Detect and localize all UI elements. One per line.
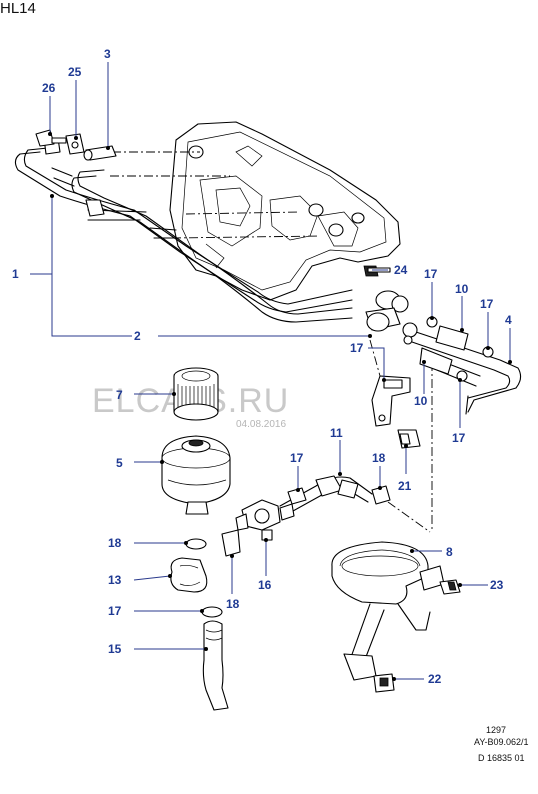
callout-2: 2 bbox=[134, 329, 141, 343]
hose-15 bbox=[202, 620, 229, 711]
callout-17-e: 17 bbox=[290, 451, 304, 465]
callout-5: 5 bbox=[116, 456, 123, 470]
callout-17-c: 17 bbox=[350, 341, 364, 355]
subframe-outline bbox=[169, 121, 401, 301]
bolt-24 bbox=[363, 265, 391, 277]
callout-26: 26 bbox=[42, 81, 56, 95]
bracket-10 bbox=[371, 375, 411, 427]
footer-line-2: AY-B09.062/1 bbox=[474, 737, 529, 747]
bolt-21 bbox=[397, 429, 421, 449]
bolt-26 bbox=[35, 129, 67, 147]
diagram-code: HL14 bbox=[0, 0, 36, 17]
footer-line-1: 1297 bbox=[486, 725, 506, 735]
reservoir-5 bbox=[161, 435, 231, 515]
bracket-18-side bbox=[221, 529, 241, 557]
bolt-23 bbox=[439, 579, 461, 595]
hose-end-3 bbox=[83, 145, 117, 161]
pipe-connectors bbox=[365, 290, 418, 338]
valve-16 bbox=[235, 499, 295, 541]
callout-24: 24 bbox=[394, 263, 408, 277]
callout-17-f: 17 bbox=[108, 604, 122, 618]
callout-18-a: 18 bbox=[372, 451, 386, 465]
callout-labels: 1 2 3 4 5 7 8 10 10 11 13 15 16 17 17 17… bbox=[12, 47, 512, 686]
callout-17-d: 17 bbox=[452, 431, 466, 445]
routing-lines bbox=[110, 151, 433, 533]
footer-line-3: D 16835 01 bbox=[478, 753, 525, 763]
callout-22: 22 bbox=[428, 672, 442, 686]
callout-21: 21 bbox=[398, 479, 412, 493]
callout-3: 3 bbox=[104, 47, 111, 61]
leader-lines bbox=[30, 62, 512, 681]
filter-element-7 bbox=[173, 367, 219, 421]
clip-25 bbox=[65, 133, 85, 155]
clamp-set-17 bbox=[403, 316, 494, 382]
callout-15: 15 bbox=[108, 642, 122, 656]
clip-22 bbox=[373, 673, 395, 693]
hose-10-upper bbox=[435, 325, 469, 351]
callout-1: 1 bbox=[12, 267, 19, 281]
bracket-8 bbox=[331, 541, 445, 681]
callout-7: 7 bbox=[116, 388, 123, 402]
hose-pipe-set bbox=[14, 137, 353, 323]
clamp-18-top bbox=[185, 538, 207, 550]
callout-10-upper: 10 bbox=[455, 282, 469, 296]
callout-17-b: 17 bbox=[480, 297, 494, 311]
callout-4: 4 bbox=[505, 313, 512, 327]
callout-11: 11 bbox=[330, 426, 343, 440]
hose-10-lower bbox=[419, 347, 453, 375]
hose-13 bbox=[170, 557, 208, 593]
callout-23: 23 bbox=[490, 578, 504, 592]
callout-10-lower: 10 bbox=[414, 394, 428, 408]
callout-18-b: 18 bbox=[108, 536, 122, 550]
callout-8: 8 bbox=[446, 545, 453, 559]
hose-11 bbox=[279, 475, 373, 517]
callout-17-a: 17 bbox=[424, 267, 438, 281]
callout-13: 13 bbox=[108, 573, 122, 587]
callout-16: 16 bbox=[258, 578, 272, 592]
clamp-17-lower bbox=[201, 606, 223, 618]
callout-25: 25 bbox=[68, 65, 82, 79]
watermark-date: 04.08.2016 bbox=[236, 419, 286, 430]
callout-18-c: 18 bbox=[226, 597, 240, 611]
